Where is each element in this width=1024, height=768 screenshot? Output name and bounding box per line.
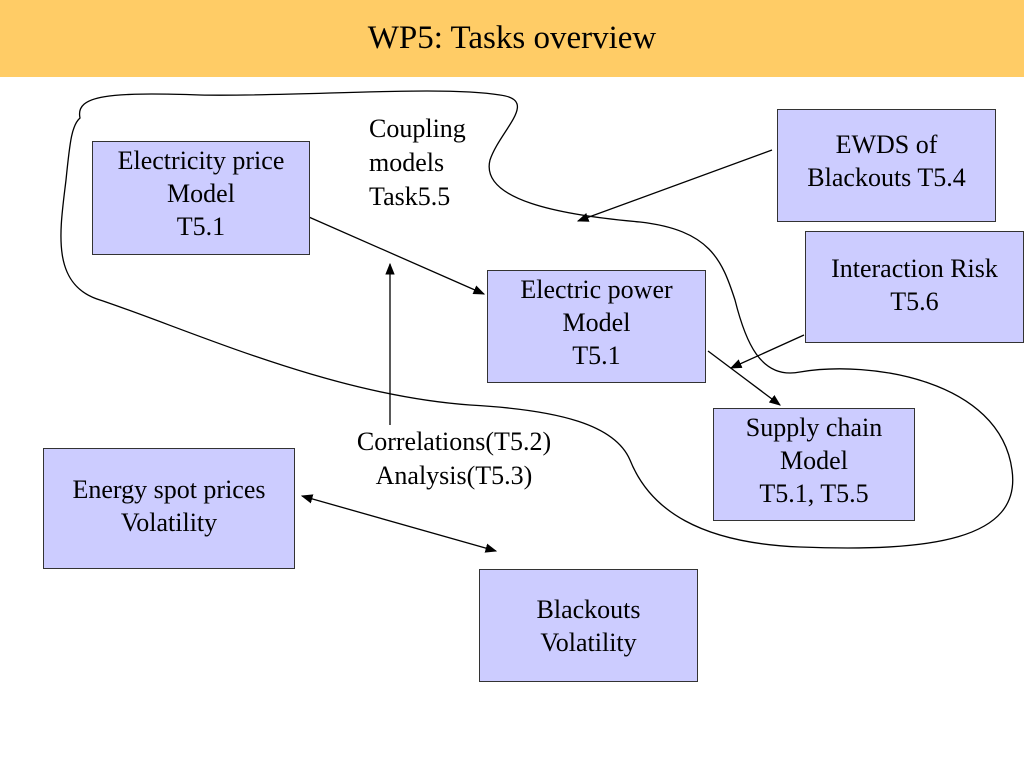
- coupling-models-label: Coupling models Task5.5: [369, 112, 466, 214]
- electric-power-model-box: Electric power Model T5.1: [487, 270, 706, 383]
- box-line: Model: [167, 179, 235, 208]
- label-line: Task5.5: [369, 182, 451, 211]
- box-line: Electric power: [520, 275, 673, 304]
- box-line: T5.1: [572, 341, 621, 370]
- box-line: T5.1, T5.5: [759, 479, 869, 508]
- ewds-blackouts-box: EWDS of Blackouts T5.4: [777, 109, 996, 222]
- coupling-boundary-curve: [60, 90, 1014, 549]
- correlations-analysis-label: Correlations(T5.2) Analysis(T5.3): [320, 425, 588, 493]
- supply-chain-model-box: Supply chain Model T5.1, T5.5: [713, 408, 915, 521]
- blackouts-volatility-box: Blackouts Volatility: [479, 569, 698, 682]
- box-line: EWDS of: [835, 130, 938, 159]
- arrow-risk-to-power: [729, 334, 805, 369]
- energy-spot-prices-box: Energy spot prices Volatility: [43, 448, 295, 569]
- electricity-price-model-box: Electricity price Model T5.1: [92, 141, 310, 255]
- box-line: Blackouts: [536, 594, 641, 624]
- box-line: Volatility: [120, 508, 218, 537]
- interaction-risk-box: Interaction Risk T5.6: [805, 231, 1024, 343]
- box-line: Model: [562, 308, 631, 337]
- arrow-power-to-supply: [707, 350, 781, 406]
- box-line: T5.6: [890, 287, 939, 316]
- arrow-spot-blackouts-double: [300, 494, 498, 553]
- box-line: Blackouts T5.4: [807, 163, 966, 192]
- arrow-ewds-to-coupling: [576, 149, 773, 222]
- box-line: Volatility: [540, 627, 637, 657]
- box-line: Supply chain: [745, 413, 883, 442]
- box-line: T5.1: [176, 212, 226, 241]
- label-line: Analysis(T5.3): [375, 461, 533, 490]
- label-line: Coupling: [369, 114, 466, 143]
- box-line: Energy spot prices: [72, 475, 266, 504]
- box-line: Electricity price: [117, 146, 285, 175]
- title-bar: WP5: Tasks overview: [0, 0, 1024, 77]
- label-line: models: [369, 148, 445, 177]
- box-line: Interaction Risk: [831, 254, 998, 283]
- label-line: Correlations(T5.2): [356, 427, 552, 456]
- page-title: WP5: Tasks overview: [367, 20, 657, 56]
- box-line: Model: [780, 446, 848, 475]
- arrow-price-to-power: [301, 213, 486, 295]
